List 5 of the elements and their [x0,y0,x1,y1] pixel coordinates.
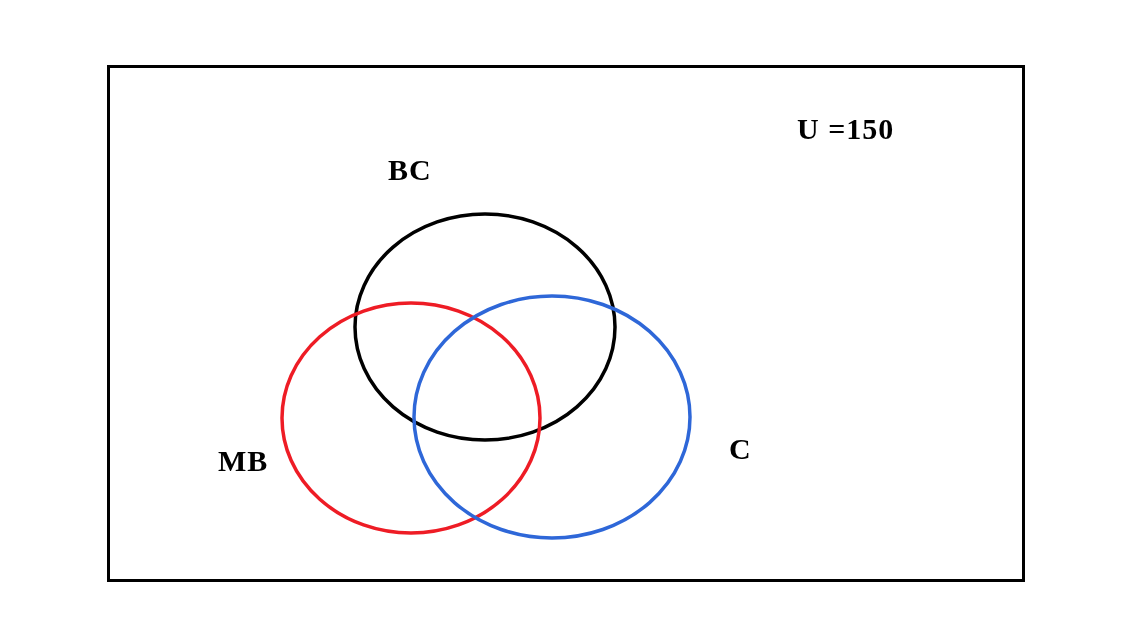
universe-rectangle [107,65,1025,582]
universe-label: U =150 [797,114,895,144]
set-label: MB [218,446,269,476]
set-label: BC [388,155,432,185]
set-label: C [729,434,752,464]
